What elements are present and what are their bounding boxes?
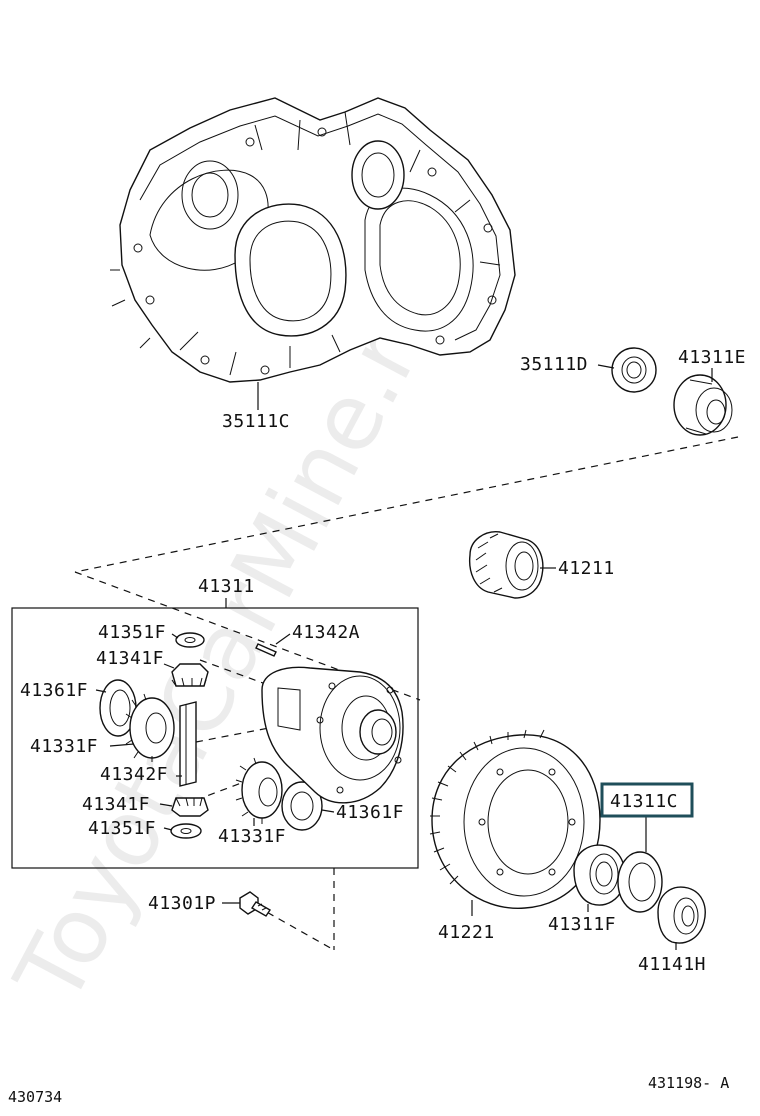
label-41331F-right[interactable]: 41331F bbox=[218, 826, 286, 847]
label-41351F-bottom[interactable]: 41351F bbox=[88, 818, 156, 839]
label-41311[interactable]: 41311 bbox=[198, 576, 255, 597]
label-35111D[interactable]: 35111D bbox=[520, 354, 588, 375]
washer-41351F-top[interactable] bbox=[175, 632, 205, 648]
label-41351F-top[interactable]: 41351F bbox=[98, 622, 166, 643]
bearing-41311E[interactable] bbox=[673, 374, 733, 436]
pinion-gear-41341F-top[interactable] bbox=[171, 663, 209, 687]
transmission-case[interactable] bbox=[110, 97, 516, 383]
side-gear-41331F-right[interactable] bbox=[235, 757, 283, 824]
drive-pinion-gear-41211[interactable] bbox=[468, 531, 544, 599]
bolt-41301P[interactable] bbox=[239, 891, 271, 917]
label-41311E[interactable]: 41311E bbox=[678, 347, 746, 368]
label-41311C[interactable]: 41311C bbox=[610, 791, 678, 812]
label-41361F-left[interactable]: 41361F bbox=[20, 680, 88, 701]
label-41361F-right[interactable]: 41361F bbox=[336, 802, 404, 823]
differential-case[interactable] bbox=[261, 666, 404, 804]
differential-assembly-box bbox=[11, 607, 419, 869]
label-41341F-top[interactable]: 41341F bbox=[96, 648, 164, 669]
highlight-frame-41311C bbox=[600, 782, 694, 818]
thrust-washer-41361F-right[interactable] bbox=[281, 781, 323, 831]
label-41341F-bottom[interactable]: 41341F bbox=[82, 794, 150, 815]
oil-seal-41141H[interactable] bbox=[657, 886, 706, 944]
label-41342A[interactable]: 41342A bbox=[292, 622, 360, 643]
pinion-shaft-41342F[interactable] bbox=[179, 701, 197, 787]
sheet-code-left: 430734 bbox=[8, 1088, 62, 1106]
label-41301P[interactable]: 41301P bbox=[148, 893, 216, 914]
pinion-gear-41341F-bottom[interactable] bbox=[171, 797, 209, 817]
sheet-code-right: 431198- A bbox=[648, 1074, 729, 1092]
label-41141H[interactable]: 41141H bbox=[638, 954, 706, 975]
label-41211[interactable]: 41211 bbox=[558, 558, 615, 579]
label-35111C[interactable]: 35111C bbox=[222, 411, 290, 432]
bearing-41311F[interactable] bbox=[573, 844, 626, 906]
ring-gear-41221[interactable] bbox=[429, 729, 601, 909]
label-41331F-left[interactable]: 41331F bbox=[30, 736, 98, 757]
bearing-race-41311C[interactable] bbox=[617, 851, 663, 913]
pin-41342A[interactable] bbox=[255, 643, 277, 657]
label-41311F[interactable]: 41311F bbox=[548, 914, 616, 935]
washer-41351F-bottom[interactable] bbox=[170, 823, 202, 839]
label-41221[interactable]: 41221 bbox=[438, 922, 495, 943]
side-gear-41331F-left[interactable] bbox=[125, 693, 175, 762]
label-41342F[interactable]: 41342F bbox=[100, 764, 168, 785]
oil-seal-35111D[interactable] bbox=[611, 347, 657, 393]
